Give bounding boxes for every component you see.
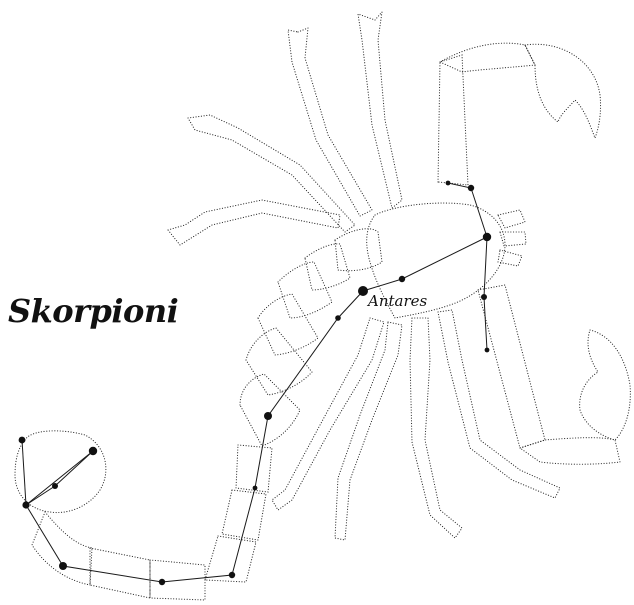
constellation-line-head-lower [484,237,487,350]
mouthparts [498,210,526,266]
stinger-bulb [15,431,106,513]
right-lower-claw-arm [520,438,620,465]
abdomen-segment [335,229,382,271]
constellation-lines [22,183,487,582]
tail-segment [236,445,272,492]
leg-lower-3 [410,318,462,538]
leg-lower-2 [272,318,384,510]
star [335,315,341,321]
star [485,348,490,353]
star [481,294,487,300]
tail-segment [32,512,92,585]
leg-upper-2 [288,28,372,216]
right-lower-claw-arm [478,285,545,448]
leg-upper-4 [168,200,340,245]
leg-lower-1 [335,322,402,540]
star [159,579,165,585]
star [22,501,29,508]
star [399,276,405,282]
star [483,233,491,241]
tail-segment [222,490,266,540]
abdomen-segment [278,262,332,318]
tail-segment [90,548,150,598]
star-antares [358,286,368,296]
star [59,562,67,570]
abdomen-segment [305,244,350,290]
constellation-stars [19,181,492,586]
star [253,486,258,491]
abdomen-segment [246,328,312,395]
constellation-line-head-upper [448,183,487,237]
right-lower-pincer [580,330,631,440]
star [264,412,272,420]
constellation-line-body [26,237,487,582]
leg-lower-4 [438,310,560,498]
abdomen-segment [258,294,318,355]
constellation-line-stinger-tip [22,440,26,505]
right-upper-claw-arm [438,55,468,185]
star [52,483,58,489]
leg-upper-1 [358,12,402,208]
star [19,437,26,444]
leg-upper-3 [188,115,355,232]
star [468,185,474,191]
star [229,572,235,578]
antares-label: Antares [366,292,428,310]
star [89,447,97,455]
constellation-title: Skorpioni [8,292,178,330]
right-upper-pincer [525,44,601,138]
star [446,181,451,186]
abdomen-segment [240,374,300,446]
